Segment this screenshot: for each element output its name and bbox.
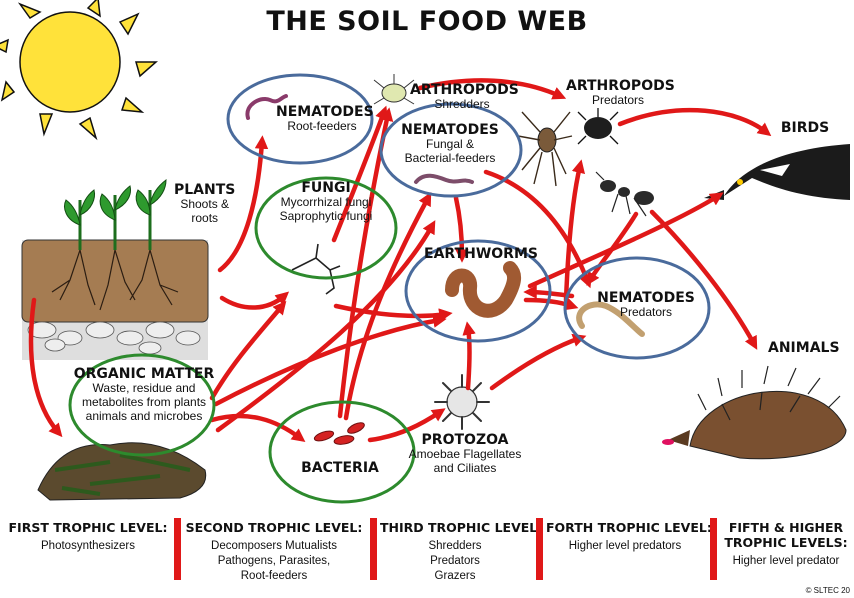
bacteria-illustration — [313, 421, 366, 446]
trophic-level-2-desc: Decomposers Mutualists Pathogens, Parasi… — [184, 539, 364, 584]
arthropod-shredder-illustration — [374, 74, 414, 104]
animals-label: ANIMALS — [768, 340, 838, 356]
bacteria-name: BACTERIA — [300, 460, 380, 476]
trophic-separator — [370, 518, 377, 580]
nematodes-fungal-label: NEMATODES Fungal & Bacterial-feeders — [392, 122, 508, 166]
nematodes-predators-name: NEMATODES — [596, 290, 696, 306]
trophic-separator — [536, 518, 543, 580]
arthropods-shredders-name: ARTHROPODS — [410, 82, 514, 98]
organic-matter-name: ORGANIC MATTER — [70, 366, 218, 382]
trophic-level-1-desc: Photosynthesizers — [8, 539, 168, 554]
trophic-level-1: FIRST TROPHIC LEVEL: Photosynthesizers — [8, 520, 168, 554]
spider-illustration — [518, 112, 572, 186]
plants-name: PLANTS — [174, 182, 235, 198]
bird-illustration — [704, 144, 850, 200]
protozoa-sub: Amoebae Flagellates and Ciliates — [402, 448, 528, 476]
earthworms-label: EARTHWORMS — [424, 246, 528, 262]
trophic-separator — [174, 518, 181, 580]
trophic-level-5: FIFTH & HIGHER TROPHIC LEVELS: Higher le… — [722, 520, 850, 569]
trophic-level-3-name: THIRD TROPHIC LEVEL: — [380, 520, 530, 535]
predatory-mite-illustration — [578, 108, 618, 144]
plants-sub: Shoots & roots — [174, 198, 235, 226]
trophic-level-5-desc: Higher level predator — [722, 554, 850, 569]
arthropods-predators-label: ARTHROPODS Predators — [566, 78, 670, 108]
nematodes-root-sub: Root-feeders — [276, 120, 368, 134]
arrow-protozoa-to-earthworms — [468, 328, 470, 388]
arrow-organic-to-earthworms — [216, 320, 440, 404]
arrow-arthropods-to-birds — [620, 110, 766, 132]
arthropods-predators-sub: Predators — [566, 94, 670, 108]
protozoa-name: PROTOZOA — [402, 432, 528, 448]
birds-name: BIRDS — [780, 120, 830, 136]
animals-name: ANIMALS — [768, 340, 838, 356]
nematodes-root-label: NEMATODES Root-feeders — [276, 104, 368, 134]
arthropods-predators-name: ARTHROPODS — [566, 78, 670, 94]
ant-illustration — [596, 172, 654, 216]
arrow-protozoa-to-pred-nematodes — [492, 338, 580, 388]
trophic-level-4: FORTH TROPHIC LEVEL: Higher level predat… — [546, 520, 704, 554]
protozoa-label: PROTOZOA Amoebae Flagellates and Ciliate… — [402, 432, 528, 476]
organic-matter-pile-illustration — [38, 443, 206, 500]
trophic-level-4-desc: Higher level predators — [546, 539, 704, 554]
arthropods-shredders-sub: Shredders — [410, 98, 514, 112]
trophic-level-4-name: FORTH TROPHIC LEVEL: — [546, 520, 704, 535]
trophic-level-2: SECOND TROPHIC LEVEL: Decomposers Mutual… — [184, 520, 364, 584]
fungi-name: FUNGI — [262, 180, 390, 196]
arrow-ant-to-animals — [652, 212, 754, 344]
arthropods-shredders-label: ARTHROPODS Shredders — [410, 82, 514, 112]
nematodes-root-name: NEMATODES — [276, 104, 368, 120]
fungi-label: FUNGI Mycorrhizal fungi Saprophytic fung… — [262, 180, 390, 224]
trophic-level-2-name: SECOND TROPHIC LEVEL: — [184, 520, 364, 535]
copyright: © SLTEC 20 — [806, 586, 850, 595]
trophic-level-5-name: FIFTH & HIGHER TROPHIC LEVELS: — [722, 520, 850, 550]
organic-matter-label: ORGANIC MATTER Waste, residue and metabo… — [70, 366, 218, 423]
nematodes-fungal-sub: Fungal & Bacterial-feeders — [392, 138, 508, 166]
arrow-plants-to-fungi — [222, 296, 284, 308]
echidna-illustration — [662, 366, 846, 459]
page-title: THE SOIL FOOD WEB — [0, 6, 854, 37]
trophic-level-3-desc: Shredders Predators Grazers — [380, 539, 530, 584]
trophic-level-1-name: FIRST TROPHIC LEVEL: — [8, 520, 168, 535]
arrow-ant-to-nematodes — [590, 214, 636, 280]
earthworm-illustration — [452, 268, 514, 311]
nematodes-predators-sub: Predators — [596, 306, 696, 320]
arrow-bacteria-to-fungal-nematodes — [346, 198, 428, 418]
protozoa-illustration — [435, 375, 489, 429]
nematodes-fungal-name: NEMATODES — [392, 122, 508, 138]
fungi-illustration — [292, 244, 340, 294]
nematodes-predators-label: NEMATODES Predators — [596, 290, 696, 320]
organic-matter-sub: Waste, residue and metabolites from plan… — [70, 382, 218, 423]
bacteria-label: BACTERIA — [300, 460, 380, 476]
arrow-organic-to-fungi — [212, 306, 282, 398]
earthworms-name: EARTHWORMS — [424, 246, 528, 262]
plants-label: PLANTS Shoots & roots — [174, 182, 235, 226]
trophic-separator — [710, 518, 717, 580]
birds-label: BIRDS — [780, 120, 830, 136]
nematode-fungal-feeder-illustration — [416, 176, 472, 182]
fungi-sub: Mycorrhizal fungi Saprophytic fungi — [262, 196, 390, 224]
trophic-level-3: THIRD TROPHIC LEVEL: Shredders Predators… — [380, 520, 530, 584]
